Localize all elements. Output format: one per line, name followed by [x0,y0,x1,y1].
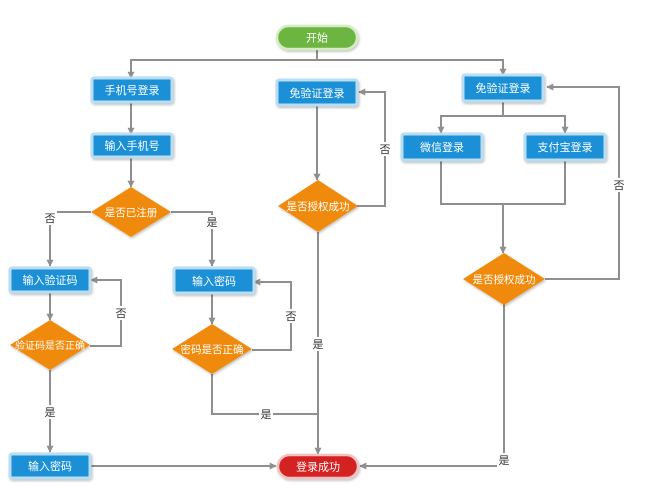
node-phone-login-label: 手机号登录 [105,83,160,97]
node-enter-pwd-a-label: 输入密码 [192,274,236,288]
edge-start-to-free-login-b [317,59,507,76]
edge-label-code-no: 否 [116,307,127,320]
node-enter-pwd-b-label: 输入密码 [28,459,72,473]
node-free-login-b[interactable]: 免验证登录 [461,73,545,103]
node-code-correct-label: 验证码是否正确 [15,339,85,352]
node-start[interactable]: 开始 [275,24,359,51]
edge-free-login-b-to-wechat [437,101,504,134]
node-enter-phone[interactable]: 输入手机号 [90,132,174,159]
edge-label-reg-yes: 是 [207,216,218,229]
node-auth-ok-a[interactable]: 是否授权成功 [278,180,358,232]
edge-label-auth-b-no: 否 [614,179,625,192]
node-wechat-login[interactable]: 微信登录 [400,132,484,162]
node-auth-ok-a-label: 是否授权成功 [287,200,350,213]
edge-labels: 否 是 否 是 否 是 否 是 否 是 [43,142,626,467]
edge-alipay-merge [503,160,566,205]
edge-label-auth-a-no: 否 [380,143,391,156]
node-is-registered[interactable]: 是否已注册 [91,187,171,237]
edge-label-code-yes: 是 [45,406,56,419]
node-alipay-login-label: 支付宝登录 [538,140,593,154]
edge-label-pwd-yes: 是 [261,408,272,421]
node-alipay-login[interactable]: 支付宝登录 [523,132,607,162]
node-enter-phone-label: 输入手机号 [105,139,160,153]
node-enter-pwd-a[interactable]: 输入密码 [172,266,256,295]
edge-start-to-phone-login [127,49,318,79]
node-pwd-correct[interactable]: 密码是否正确 [172,324,252,374]
node-wechat-login-label: 微信登录 [420,140,464,154]
node-success[interactable]: 登录成功 [276,453,360,480]
node-enter-code-label: 输入验证码 [23,273,78,287]
edge-free-login-b-to-alipay [503,115,569,134]
node-free-login-a-label: 免验证登录 [290,86,345,100]
node-is-registered-label: 是否已注册 [105,206,158,219]
edge-pwd-correct-yes [211,374,318,415]
node-code-correct[interactable]: 验证码是否正确 [10,320,90,370]
node-free-login-a[interactable]: 免验证登录 [275,78,359,107]
node-success-label: 登录成功 [296,460,340,474]
edge-wechat-merge [440,160,503,205]
edge-label-reg-no: 否 [45,212,56,225]
node-auth-ok-b-label: 是否授权成功 [473,273,536,286]
node-phone-login[interactable]: 手机号登录 [90,76,174,104]
node-auth-ok-b[interactable]: 是否授权成功 [463,253,545,305]
node-enter-code[interactable]: 输入验证码 [8,266,92,294]
node-pwd-correct-label: 密码是否正确 [181,343,244,356]
node-enter-pwd-b[interactable]: 输入密码 [8,452,92,480]
edge-label-pwd-no: 否 [286,310,297,323]
edge-label-auth-b-yes: 是 [499,454,510,467]
node-free-login-b-label: 免验证登录 [476,81,531,95]
node-start-label: 开始 [306,31,328,45]
edges [46,49,620,470]
edge-label-auth-a-yes: 是 [313,338,324,351]
edge-is-registered-yes [171,211,216,267]
edge-auth-ok-b-yes [359,304,505,470]
